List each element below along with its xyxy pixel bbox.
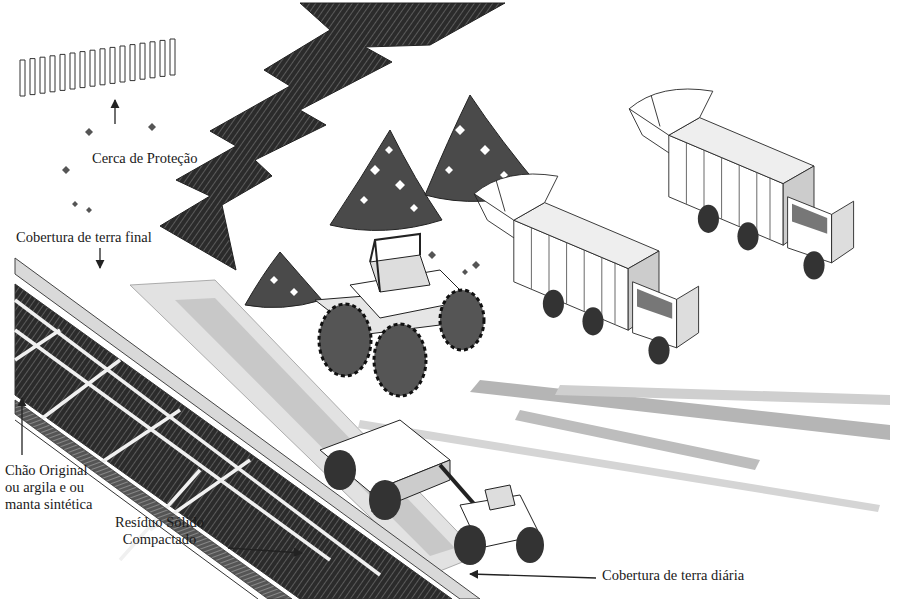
truck-body-top <box>669 118 814 184</box>
truck-cab-front <box>677 286 699 348</box>
compactor <box>315 234 484 396</box>
final-cover-layer <box>15 258 480 599</box>
callout-label: Cobertura de terra diária <box>602 567 842 584</box>
truck-window <box>637 289 672 319</box>
garbage-truck <box>474 174 698 365</box>
truck-hopper-frame <box>629 96 669 153</box>
truck-ribs <box>531 227 615 324</box>
wheel-track <box>555 385 890 405</box>
truck-hopper <box>629 89 713 135</box>
leader-arrow <box>228 548 302 553</box>
spiked-wheel <box>319 304 371 376</box>
leader-arrow <box>114 100 115 124</box>
scraper <box>320 420 544 565</box>
wheel <box>648 336 669 364</box>
wheel <box>369 480 401 520</box>
compacted-waste <box>15 284 452 599</box>
wheel <box>582 307 603 335</box>
callout-label: Chão Original ou argila e ou manta sinté… <box>5 462 103 513</box>
waste-pile <box>330 130 442 230</box>
truck-hopper-frame <box>474 181 514 238</box>
callout-label: Resíduo Sólido Compactado <box>92 514 227 548</box>
truck-cab-front <box>832 201 854 263</box>
truck-window <box>792 204 827 234</box>
debris <box>270 125 508 296</box>
wheel <box>543 290 564 318</box>
wheel-track <box>515 410 760 470</box>
leader-arrow <box>21 398 22 455</box>
wheel-track <box>358 420 880 512</box>
spiked-wheel <box>374 324 426 396</box>
scraper-gooseneck <box>440 465 475 505</box>
wheel <box>454 525 486 565</box>
fence <box>20 39 175 96</box>
garbage-truck <box>629 89 853 280</box>
wheel <box>698 205 719 233</box>
truck-hopper <box>474 174 558 220</box>
spiked-wheel <box>440 290 484 350</box>
waste-pile <box>245 252 322 308</box>
wheel <box>803 251 824 279</box>
leader-arrow <box>99 248 100 268</box>
wheel-track <box>470 380 890 440</box>
roll-cage <box>370 234 420 292</box>
truck-ribs <box>686 142 770 239</box>
callout-label: Cobertura de terra final <box>16 229 216 246</box>
leader-arrow <box>470 574 596 578</box>
wheel <box>516 527 544 563</box>
callout-label: Cerca de Proteção <box>92 150 252 167</box>
truck-body-top <box>514 203 659 269</box>
tractor-seat <box>485 485 515 510</box>
wheel <box>324 450 356 490</box>
wheel <box>737 222 758 250</box>
